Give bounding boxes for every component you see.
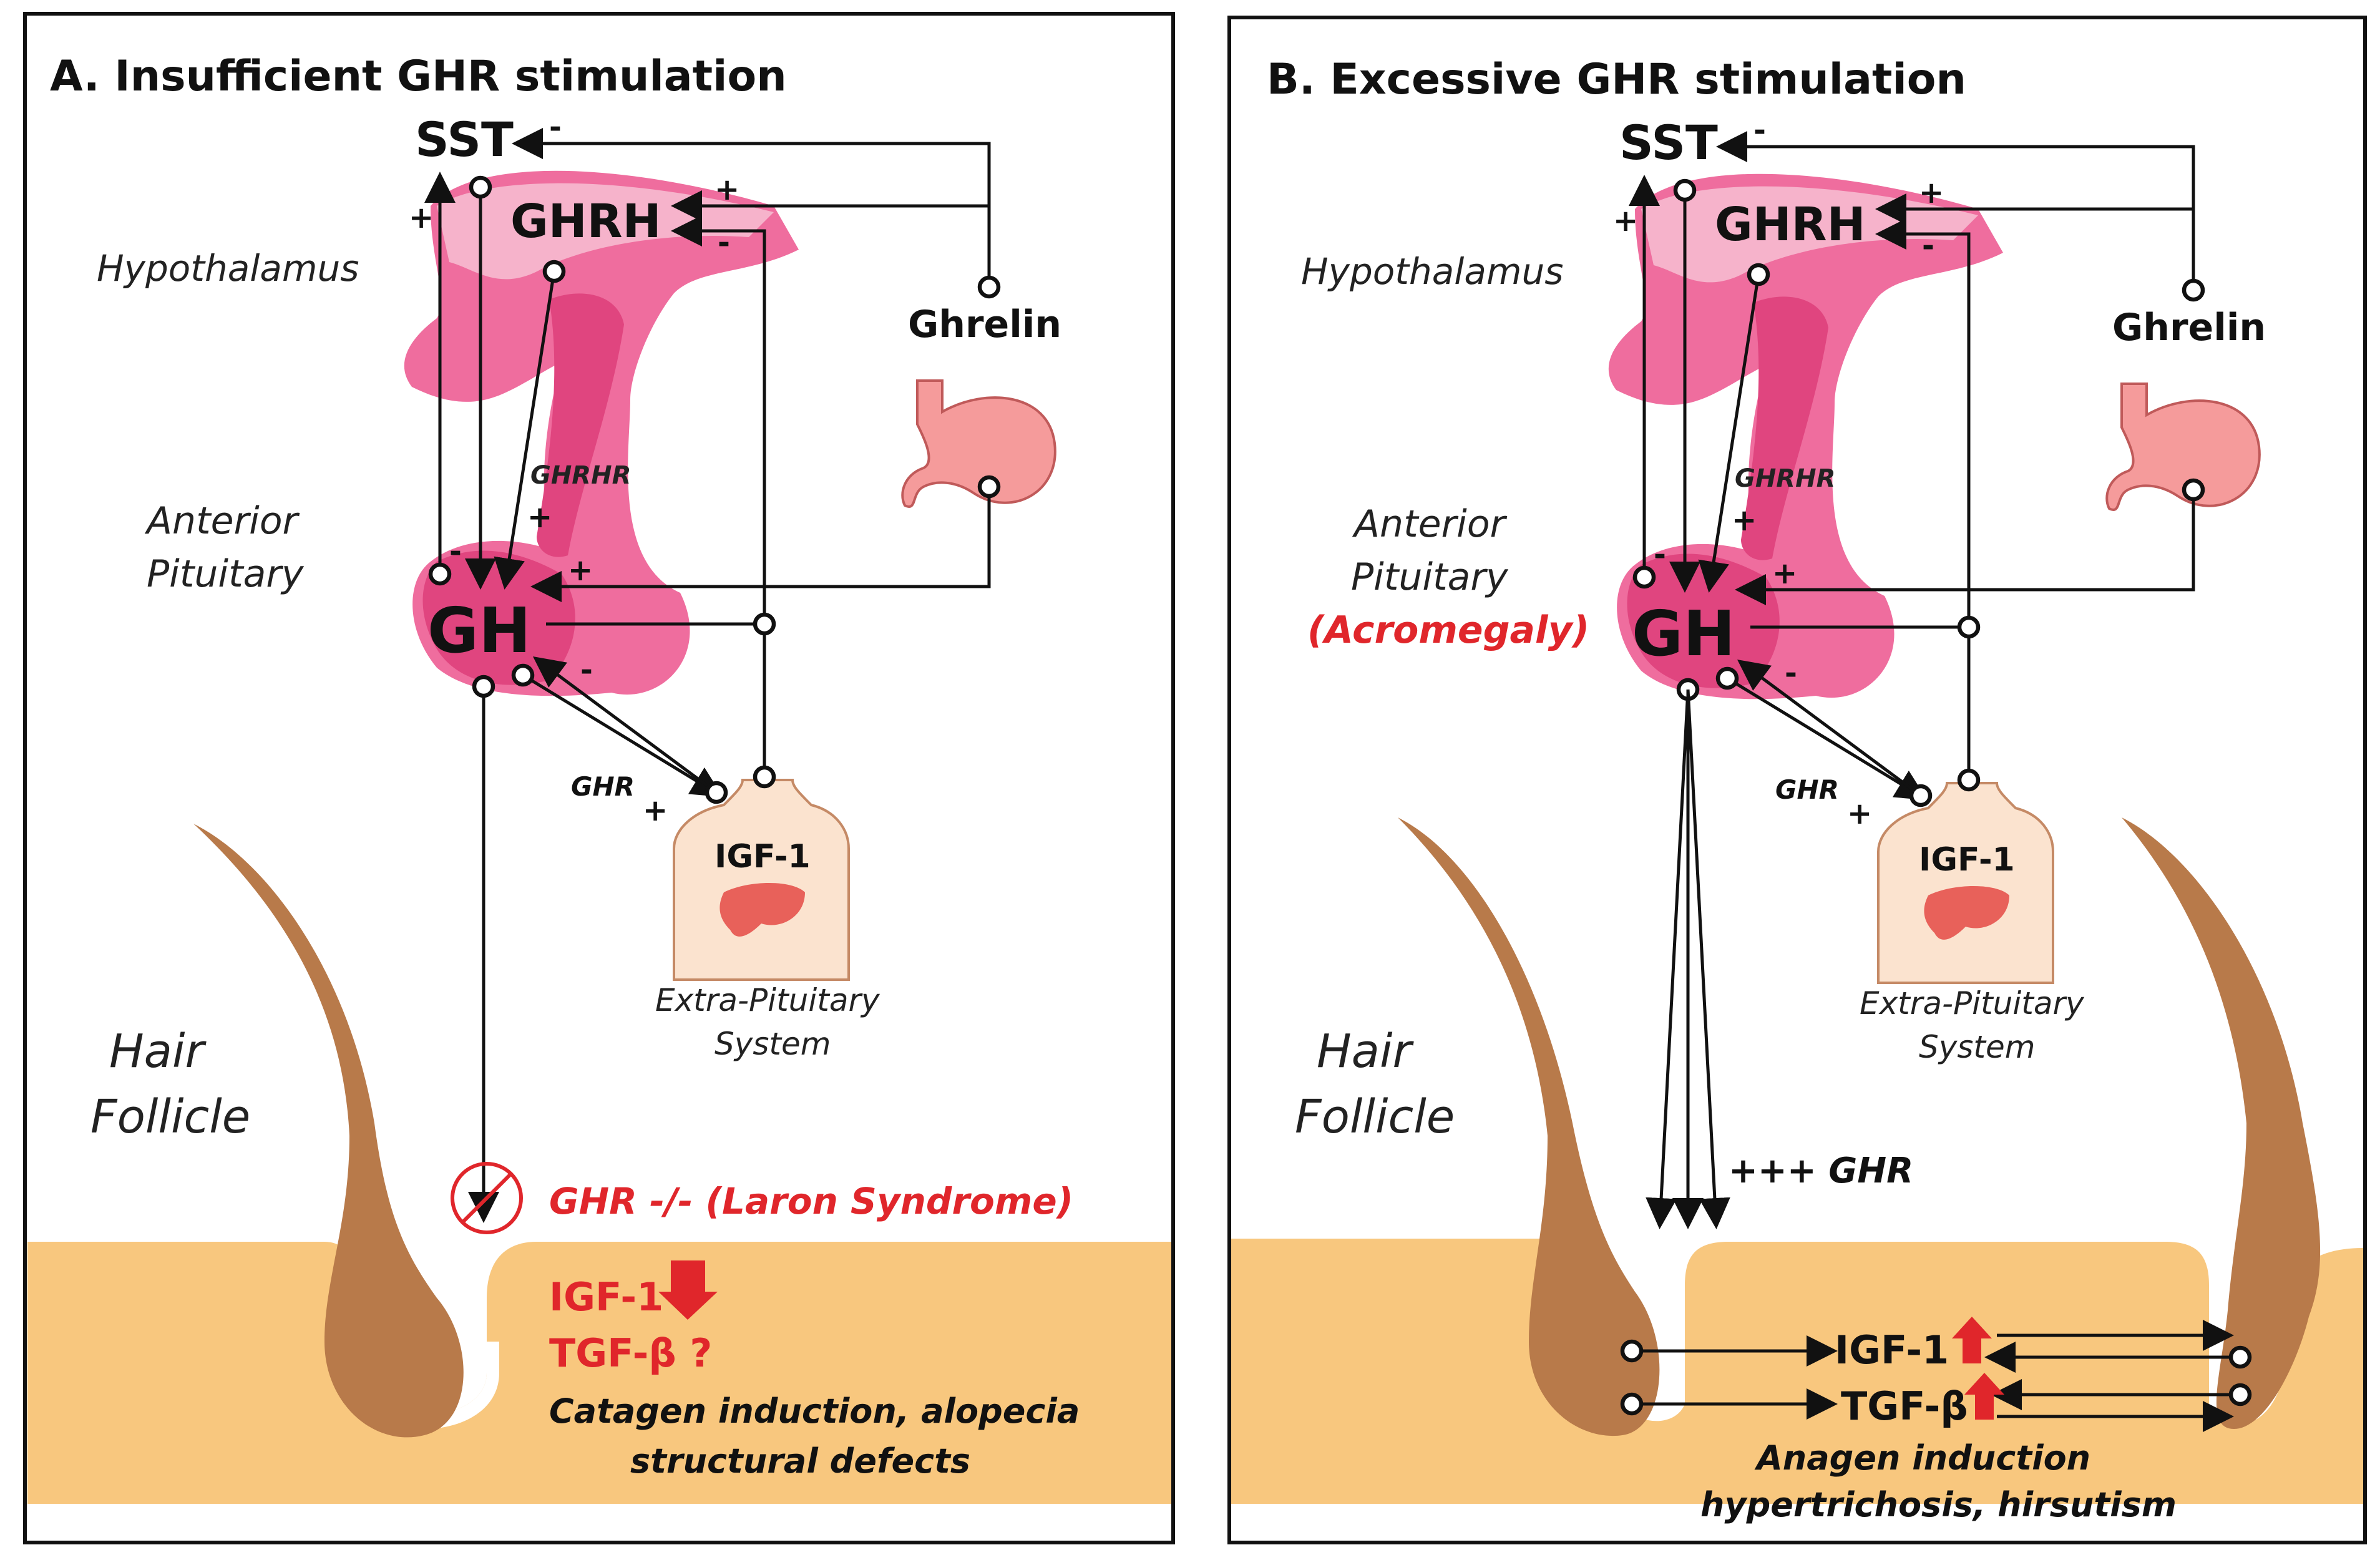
effect-line-2: hypertrichosis, hirsutism	[1700, 1485, 2177, 1524]
ghrh-label: GHRH	[510, 195, 661, 248]
sign: +	[643, 793, 668, 828]
hair-follicle-shape	[193, 824, 464, 1438]
follicle-label: Follicle	[1295, 1090, 1455, 1144]
panel-a-title: A. Insufficient GHR stimulation	[50, 52, 787, 101]
sign: -	[449, 534, 462, 569]
tgfb-label: TGF-β ?	[549, 1330, 712, 1376]
effect-line-1: Anagen induction	[1754, 1438, 2090, 1478]
sst-label: SST	[415, 112, 514, 167]
ghr-label: GHR	[1775, 774, 1839, 805]
sign: -	[1654, 537, 1666, 572]
igf1-label: IGF-1	[714, 838, 811, 875]
sign: +	[1772, 556, 1797, 591]
sign: +	[409, 200, 434, 235]
sign: -	[1753, 113, 1766, 148]
sign: -	[718, 225, 730, 260]
ghrhr-label: GHRHR	[1735, 464, 1835, 493]
follicle-label: Follicle	[90, 1090, 250, 1144]
panel-a: A. Insufficient GHR stimulation SST GHRH…	[23, 12, 1175, 1544]
igf1-high-label: IGF-1	[1835, 1327, 1949, 1373]
gh-label: GH	[1632, 597, 1735, 670]
sign: +	[714, 172, 739, 207]
sign: +	[1847, 796, 1872, 831]
effect-line-2: structural defects	[630, 1441, 970, 1481]
hair-follicle-left-shape	[1398, 817, 1660, 1436]
gh-label: GH	[427, 594, 531, 667]
acromegaly-label: (Acromegaly)	[1307, 608, 1589, 652]
ghrh-label: GHRH	[1715, 198, 1866, 251]
decrease-arrow-icon	[658, 1260, 718, 1320]
sign: -	[1922, 228, 1934, 263]
increase-arrow-icon	[1964, 1373, 2004, 1420]
laron-label: GHR -/- (Laron Syndrome)	[549, 1180, 1073, 1222]
sign: -	[1785, 656, 1797, 691]
panel-b-title: B. Excessive GHR stimulation	[1267, 55, 1966, 104]
skin-tissue	[1231, 1239, 2363, 1504]
sst-label: SST	[1619, 115, 1718, 170]
pituitary-label: Pituitary	[147, 552, 305, 596]
sign: -	[549, 110, 562, 145]
effect-line-1: Catagen induction, alopecia	[549, 1392, 1080, 1431]
hypothalamus-label: Hypothalamus	[1301, 250, 1563, 293]
tgfb-high-label: TGF-β	[1841, 1383, 1968, 1429]
ghrhr-label: GHRHR	[530, 461, 631, 490]
system-label: System	[714, 1026, 831, 1062]
panel-b: B. Excessive GHR stimulation SST GHRH GH…	[1227, 16, 2367, 1544]
sign: +	[527, 500, 552, 535]
extra-pituitary-label: Extra-Pituitary	[655, 982, 880, 1018]
ghrelin-label: Ghrelin	[908, 303, 1061, 346]
pituitary-label: Pituitary	[1351, 555, 1509, 599]
system-label: System	[1919, 1029, 2035, 1065]
anterior-label: Anterior	[1352, 502, 1508, 546]
hair-follicle-right-shape	[2122, 817, 2321, 1429]
extra-pituitary-label: Extra-Pituitary	[1860, 985, 2085, 1021]
sign: +	[568, 553, 593, 588]
sign: +	[1732, 503, 1757, 538]
increase-arrow-icon	[1952, 1317, 1992, 1363]
igf1-low-label: IGF-1	[549, 1274, 663, 1320]
hair-label: Hair	[1317, 1025, 1415, 1078]
hair-label: Hair	[109, 1025, 207, 1078]
anterior-label: Anterior	[144, 499, 300, 543]
sign: +	[1919, 175, 1944, 210]
blocked-receptor-icon	[451, 1162, 523, 1234]
sign: +	[1613, 203, 1638, 238]
sign: -	[580, 653, 593, 688]
hypothalamus-label: Hypothalamus	[97, 247, 359, 290]
igf1-label: IGF-1	[1919, 841, 2015, 879]
skin-tissue	[27, 1242, 1171, 1504]
ghr-label: GHR	[571, 771, 635, 802]
ghrelin-label: Ghrelin	[2112, 306, 2266, 349]
ghr-excess-label: +++ GHR	[1729, 1151, 1913, 1191]
